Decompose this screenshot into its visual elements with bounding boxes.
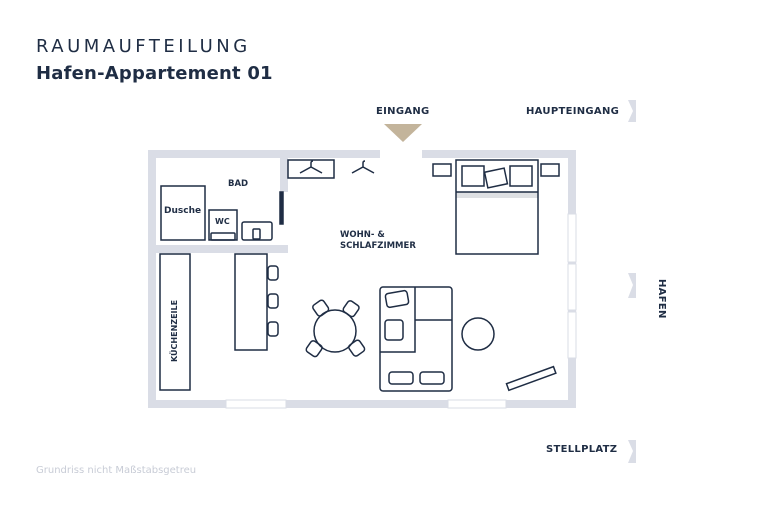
parking-label: STELLPLATZ	[546, 444, 618, 455]
bed-frame	[455, 159, 539, 255]
entrance-label: EINGANG	[376, 106, 430, 117]
room-label-kitchen: KÜCHENZEILE	[170, 299, 179, 362]
room-label-living-1: WOHN- &	[340, 230, 385, 240]
nightstand-right	[540, 163, 560, 177]
tv-board	[505, 365, 557, 392]
toilet-base	[210, 232, 236, 241]
harbor-label: HAFEN	[656, 279, 667, 319]
bath-door-leaf	[279, 191, 284, 225]
kitchen-counter	[159, 253, 191, 391]
chair	[312, 299, 330, 317]
nightstand-left	[432, 163, 452, 177]
sofa-cushion	[388, 371, 414, 385]
outer-walls	[148, 150, 576, 408]
bathroom-fixtures	[160, 185, 284, 241]
stool	[267, 265, 279, 281]
windows	[225, 213, 577, 409]
chair	[348, 339, 366, 357]
cushion-center	[483, 167, 509, 189]
interior-walls	[156, 158, 288, 253]
kitchen-island	[234, 253, 268, 351]
washbasin	[241, 221, 273, 241]
sofa-cushion	[419, 371, 445, 385]
washbasin-bowl	[252, 228, 261, 240]
wardrobe-left	[287, 159, 335, 179]
bed-divider-dark	[456, 192, 538, 198]
kitchen	[159, 253, 279, 391]
page-title: RAUMAUFTEILUNG	[36, 36, 251, 57]
chair	[305, 340, 323, 358]
dining-set	[305, 299, 366, 358]
main-entrance-label: HAUPTEINGANG	[526, 106, 620, 117]
hanger-icon	[299, 160, 323, 174]
chair	[342, 300, 360, 318]
room-label-living-2: SCHLAFZIMMER	[340, 241, 416, 251]
parking-chevron-icon	[628, 440, 636, 463]
stool	[267, 321, 279, 337]
dining-table	[313, 309, 357, 353]
room-label-bath: BAD	[228, 179, 249, 189]
sofa-cushion	[384, 319, 404, 341]
pillow-left	[461, 165, 485, 187]
apartment-name: Hafen-Appartement 01	[36, 63, 273, 84]
room-label-shower: Dusche	[164, 206, 202, 216]
sofa-outline	[379, 286, 453, 392]
harbor-chevron-icon	[628, 273, 636, 298]
sofa-cushion	[384, 289, 410, 309]
scale-disclaimer: Grundriss nicht Maßstabsgetreu	[36, 465, 197, 476]
bed	[432, 159, 560, 255]
sofa	[379, 286, 453, 392]
coffee-table	[461, 317, 495, 351]
wardrobe	[287, 159, 375, 179]
room-label-wc: WC	[215, 217, 230, 226]
entrance-arrow	[384, 124, 422, 142]
hanger-icon	[351, 160, 375, 174]
stool	[267, 293, 279, 309]
main-entrance-chevron-icon	[628, 100, 636, 122]
pillow-right	[509, 165, 533, 187]
shower-tray	[160, 185, 206, 241]
